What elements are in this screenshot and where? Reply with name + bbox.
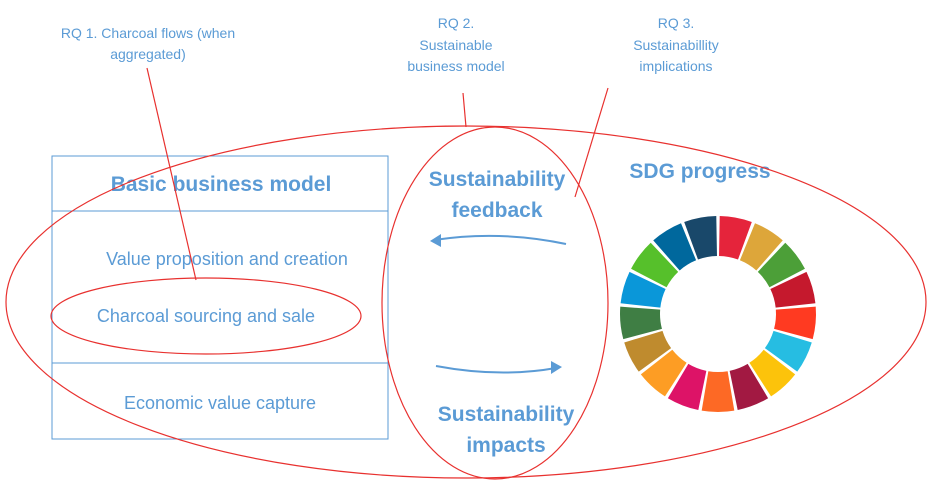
feedback-heading-line1: Sustainability — [429, 168, 566, 191]
feedback-arrow — [433, 234, 567, 245]
sdg-segment — [770, 271, 816, 308]
sdg-segment — [757, 242, 805, 288]
rq1-label-line1: RQ 1. Charcoal flows (when — [61, 25, 235, 41]
impacts-heading-line2: impacts — [466, 434, 545, 457]
sdg-heading: SDG progress — [629, 160, 770, 183]
sdg-segment — [684, 216, 717, 260]
rq3-label-line2: Sustainabillity — [633, 37, 719, 53]
value-proposition-text: Value proposition and creation — [106, 249, 348, 269]
sdg-segment — [749, 349, 796, 397]
sdg-segment — [729, 363, 769, 411]
business-model-box — [51, 155, 389, 440]
sdg-segment — [774, 306, 816, 340]
rq2-scope-ellipse — [381, 126, 609, 480]
impacts-arrowhead — [551, 361, 562, 374]
rq1-label-line2: aggregated) — [110, 46, 186, 62]
feedback-arrowhead — [430, 234, 441, 247]
sdg-segment — [739, 223, 783, 271]
charcoal-sourcing-text: Charcoal sourcing and sale — [97, 306, 315, 326]
impacts-heading-line1: Sustainability — [438, 403, 575, 426]
business-model-title: Basic business model — [111, 173, 332, 196]
rq2-leader-line — [462, 92, 467, 128]
rq2-label-line2: Sustainable — [419, 37, 492, 53]
sdg-segment — [640, 349, 687, 397]
sdg-segment — [620, 271, 666, 308]
rq3-label-line1: RQ 3. — [658, 15, 695, 31]
rq3-leader-line — [574, 87, 609, 198]
sdg-segment — [631, 242, 679, 288]
sdg-segment — [624, 330, 672, 372]
rq1-scope-ellipse — [50, 277, 362, 355]
feedback-heading-line2: feedback — [451, 199, 542, 222]
rq3-label-line3: implications — [639, 58, 712, 74]
sdg-segment — [620, 306, 662, 340]
impacts-arrow — [435, 365, 557, 374]
sdg-segment — [719, 216, 752, 260]
rq1-leader-line — [146, 67, 197, 281]
sdg-segment — [764, 330, 812, 372]
sdg-segment — [701, 371, 735, 412]
sdg-segment — [653, 223, 697, 271]
rq2-label-line1: RQ 2. — [438, 15, 475, 31]
sdg-wheel-icon — [620, 216, 816, 412]
rq2-label-line3: business model — [407, 58, 504, 74]
economic-value-text: Economic value capture — [124, 393, 316, 413]
sdg-segment — [667, 363, 707, 411]
